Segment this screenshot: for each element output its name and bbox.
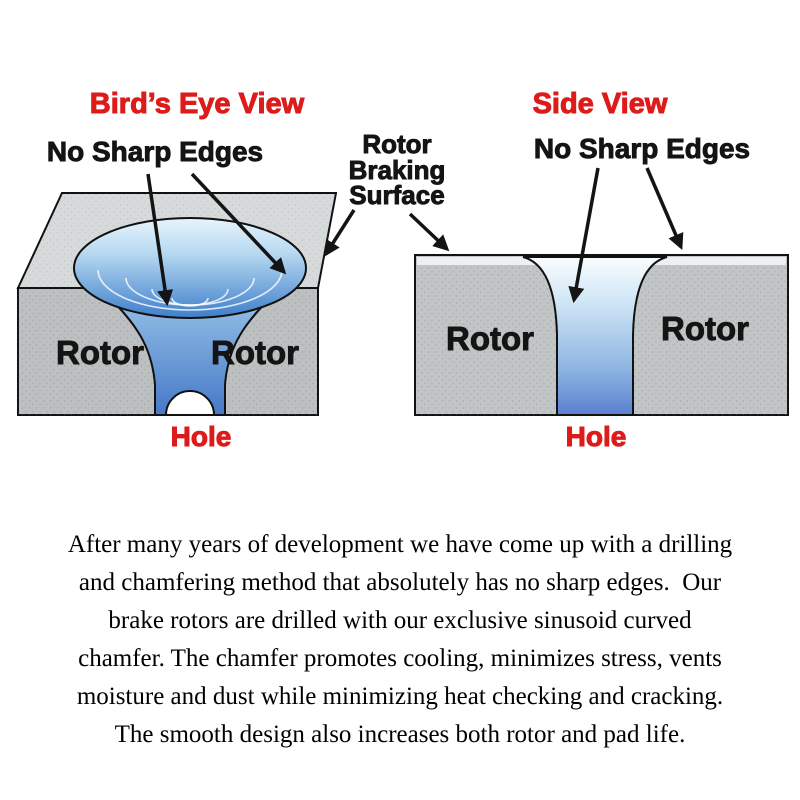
- side-view-figure: Rotor Rotor: [414, 254, 789, 416]
- side-view-chamfer-channel: [522, 256, 668, 416]
- birds-eye-rotor-right-label: Rotor: [211, 334, 299, 371]
- no-sharp-edges-label-right: No Sharp Edges: [534, 133, 750, 164]
- arrow-no-sharp-edges-sv-right: [645, 167, 684, 250]
- description-paragraph: After many years of development we have …: [0, 526, 800, 754]
- bowl-contour-3: [151, 288, 229, 306]
- paragraph-line: moisture and dust while minimizing heat …: [76, 683, 724, 710]
- arrow-braking-surface-right: [408, 212, 450, 252]
- arrow-braking-surface-left: [324, 209, 356, 257]
- birds-eye-hole-label: Hole: [171, 421, 232, 452]
- braking-surface-label-line2: Braking: [349, 155, 446, 185]
- side-view-rotor-left-label: Rotor: [446, 320, 534, 357]
- birds-eye-title: Bird’s Eye View: [90, 88, 305, 120]
- paragraph-line: chamfer. The chamfer promotes cooling, m…: [78, 645, 722, 672]
- side-view-rotor-right-label: Rotor: [661, 310, 749, 347]
- rotor-diagram: Rotor Rotor Rotor Rotor Bird’s Eye View …: [16, 88, 789, 453]
- braking-surface-label-line3: Surface: [349, 180, 444, 210]
- birds-eye-rotor-left-label: Rotor: [56, 334, 144, 371]
- braking-surface-label-line1: Rotor: [362, 129, 431, 159]
- no-sharp-edges-label-left: No Sharp Edges: [47, 136, 263, 167]
- side-view-hole-label: Hole: [566, 421, 627, 452]
- bowl-contour-4: [171, 297, 209, 307]
- paragraph-line: The smooth design also increases both ro…: [114, 721, 686, 748]
- paragraph-line: After many years of development we have …: [67, 531, 733, 558]
- arrow-no-sharp-edges-be-left: [146, 173, 174, 307]
- birds-eye-hole-notch: [164, 390, 216, 416]
- birds-eye-chamfer-channel: [97, 287, 283, 416]
- birds-eye-view-figure: Rotor Rotor: [16, 192, 338, 416]
- side-view-title: Side View: [533, 88, 668, 120]
- paragraph-line: brake rotors are drilled with our exclus…: [108, 607, 692, 634]
- birds-eye-chamfer-bowl: [73, 217, 307, 319]
- arrow-no-sharp-edges-sv-left: [568, 167, 600, 304]
- arrow-no-sharp-edges-be-right: [190, 172, 287, 275]
- bowl-contour-1: [97, 269, 283, 311]
- paragraph-line: and chamfering method that absolutely ha…: [78, 569, 722, 596]
